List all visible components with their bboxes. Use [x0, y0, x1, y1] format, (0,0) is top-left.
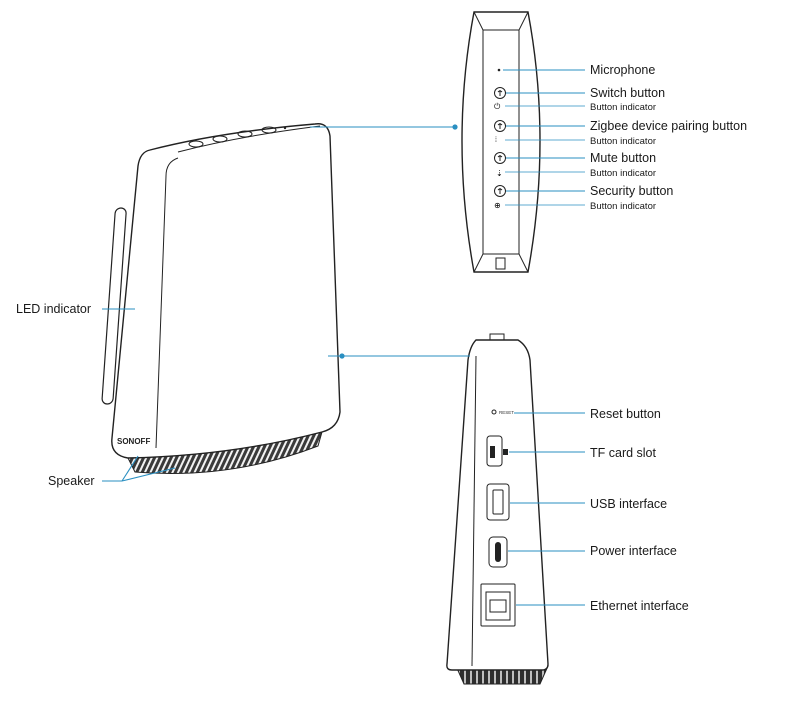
security-button-graphic: ⊕ — [494, 185, 506, 210]
label-switch-indicator: Button indicator — [590, 102, 656, 113]
side-top-nub — [489, 333, 505, 340]
svg-text:⁞: ⁞ — [495, 137, 497, 144]
top-view-outline — [461, 11, 541, 273]
label-reset-button: Reset button — [590, 407, 661, 421]
svg-text:⏻: ⏻ — [494, 102, 501, 111]
front-body — [111, 123, 341, 459]
top-view-corner-bl — [473, 253, 484, 273]
zigbee-button-graphic: ⁞ — [494, 120, 506, 144]
front-face-edge — [155, 157, 179, 449]
power-port-graphic — [488, 536, 508, 568]
ethernet-port-graphic — [480, 583, 516, 627]
label-zigbee-indicator: Button indicator — [590, 136, 656, 147]
power-port-inner — [495, 542, 501, 562]
label-switch-button: Switch button — [590, 86, 665, 100]
front-view-device: SONOFF — [101, 123, 341, 474]
top-ridge — [177, 125, 321, 153]
label-microphone: Microphone — [590, 63, 655, 77]
label-security-button: Security button — [590, 184, 673, 198]
top-view-port — [495, 257, 506, 270]
leader-speaker — [102, 455, 176, 482]
tf-slot-graphic — [486, 435, 503, 467]
brand-logo: SONOFF — [117, 437, 150, 446]
top-view-corner-tl — [473, 11, 484, 31]
top-view-corner-br — [518, 253, 529, 273]
leader-side-view — [328, 353, 470, 359]
top-buttons — [177, 125, 321, 153]
top-mic-hole — [283, 126, 287, 130]
tf-slot-opening — [490, 446, 495, 458]
switch-button-graphic: ⏻ — [494, 87, 506, 111]
top-button-1 — [188, 140, 204, 148]
usb-port-graphic — [486, 483, 510, 521]
side-inner-edge — [471, 355, 477, 667]
svg-text:⇣: ⇣ — [496, 169, 503, 178]
label-mute-button: Mute button — [590, 151, 656, 165]
ethernet-port-inner — [485, 591, 511, 621]
microphone-hole — [497, 68, 501, 72]
side-view-outline — [446, 339, 549, 671]
label-tf-card-slot: TF card slot — [590, 446, 657, 460]
led-strip — [101, 207, 127, 405]
reset-printed-label: RESET — [499, 410, 514, 415]
side-view-device: RESET — [446, 333, 549, 685]
top-view-device: ⏻ ⁞ ⇣ ⊕ — [461, 11, 541, 273]
label-mute-indicator: Button indicator — [590, 168, 656, 179]
label-power-interface: Power interface — [590, 544, 677, 558]
label-usb-interface: USB interface — [590, 497, 667, 511]
mute-button-graphic: ⇣ — [494, 152, 506, 178]
label-speaker: Speaker — [48, 474, 95, 488]
tf-card-icon — [503, 449, 508, 455]
top-view-corner-tr — [518, 11, 529, 31]
usb-port-tongue — [492, 489, 504, 515]
leader-top-view — [310, 124, 458, 130]
label-security-indicator: Button indicator — [590, 201, 656, 212]
label-zigbee-button: Zigbee device pairing button — [590, 119, 747, 133]
label-ethernet-interface: Ethernet interface — [590, 599, 689, 613]
svg-text:⊕: ⊕ — [494, 201, 501, 210]
reset-hole — [491, 409, 497, 415]
label-led-indicator: LED indicator — [16, 302, 91, 316]
